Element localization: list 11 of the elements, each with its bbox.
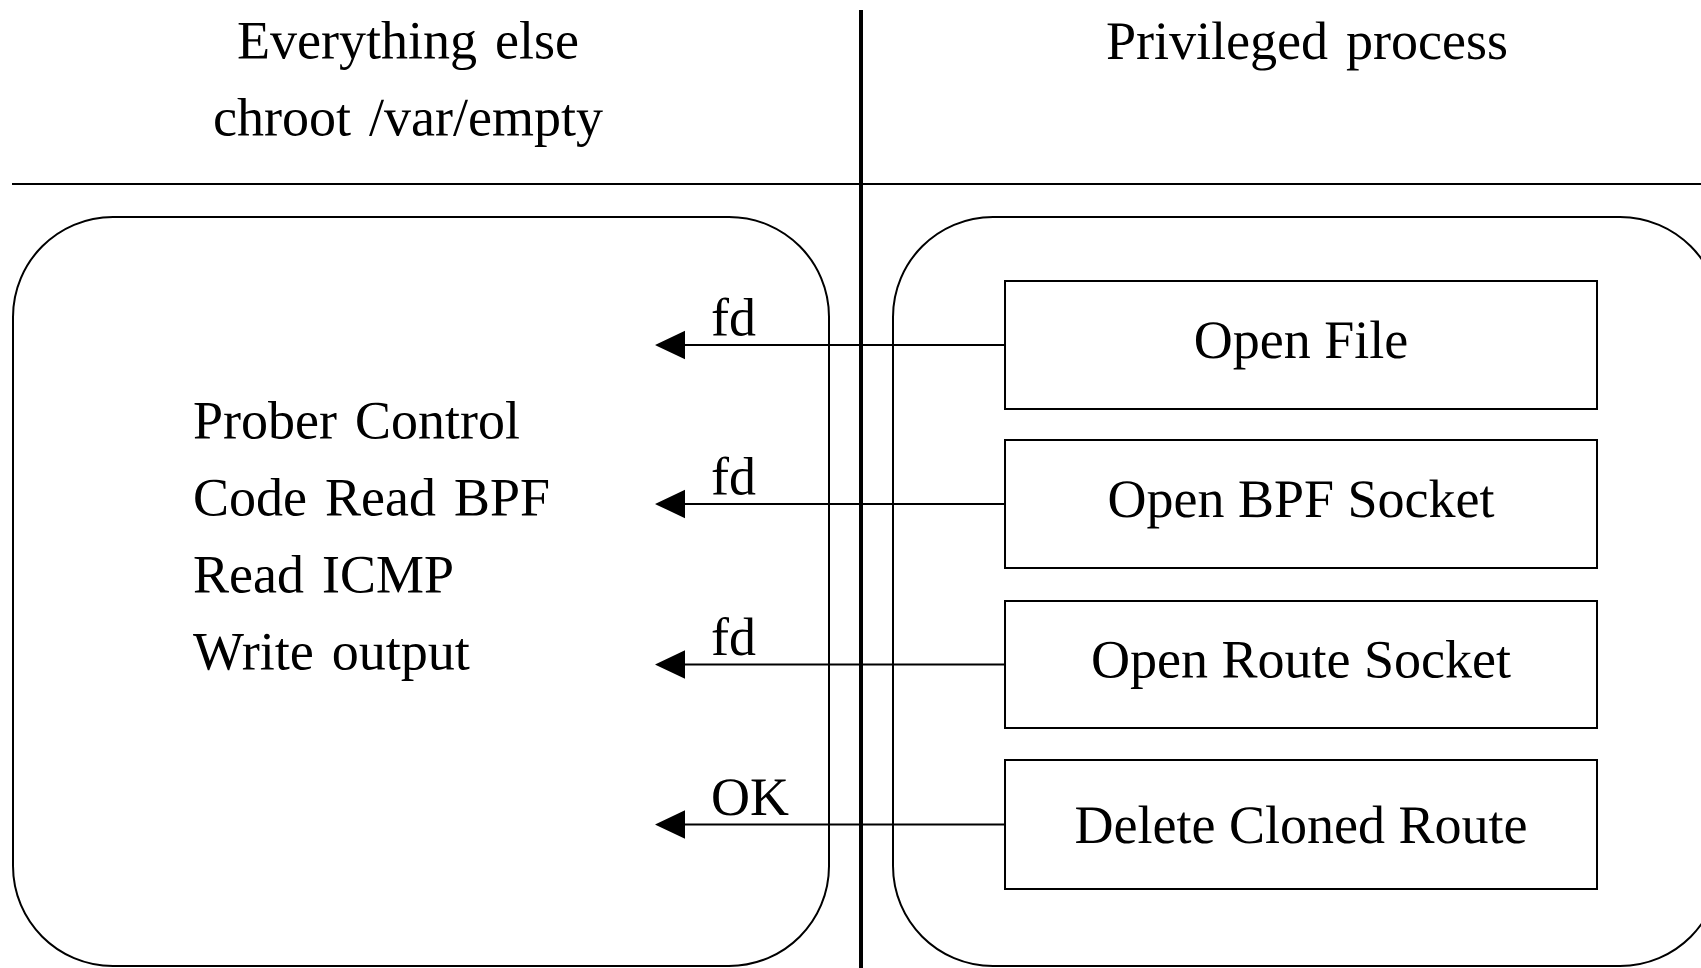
task-list: Prober Control Code Read BPF Read ICMP Write output [193, 401, 549, 681]
edge-label: OK [713, 779, 789, 816]
edge-label: fd [712, 616, 756, 656]
process-box: Open Route Socket [1004, 600, 1598, 729]
edge-label: fd [712, 297, 756, 336]
column-heading: Everything else chroot /var/empty [215, 20, 603, 148]
process-box: Delete Cloned Route [1004, 759, 1598, 890]
edge-label: fd [712, 456, 756, 495]
process-box: Open File [1004, 280, 1598, 410]
process-box: Open BPF Socket [1004, 439, 1598, 569]
column-heading: Privileged process [1107, 21, 1506, 71]
